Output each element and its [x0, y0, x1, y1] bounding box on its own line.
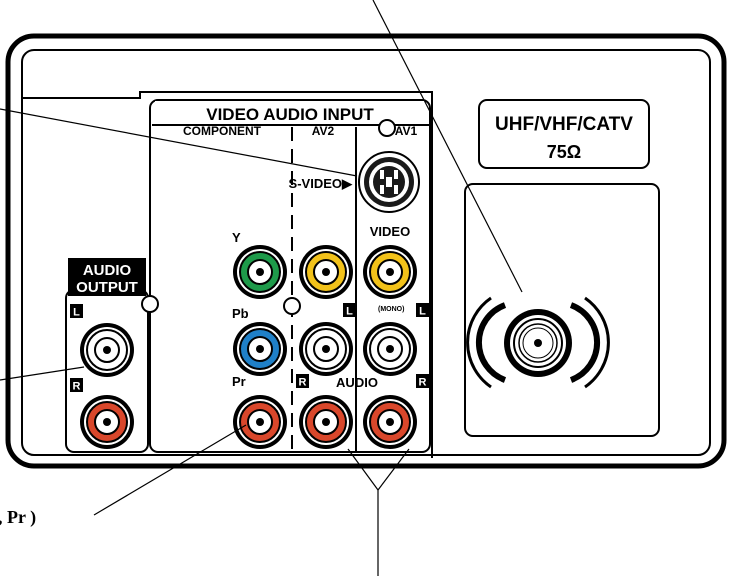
- av1-l-badge: L: [416, 303, 429, 318]
- audio-input-leader-left: [347, 448, 379, 491]
- audio-output-title-line1: AUDIO: [83, 262, 132, 279]
- av1-column-label: AV1: [395, 124, 418, 138]
- panel-divider-dot: [378, 119, 396, 137]
- audio-output-r-jack[interactable]: [80, 395, 134, 449]
- svideo-leader-line: [0, 108, 358, 177]
- svg-text:L: L: [346, 306, 353, 318]
- component-y-jack[interactable]: [233, 245, 287, 299]
- component-leader-line: [93, 424, 247, 516]
- antenna-label-box: [478, 99, 650, 169]
- av2-column-label: AV2: [312, 124, 335, 138]
- svideo-label: S-VIDEO▶: [289, 176, 353, 191]
- rca-jacks: [80, 245, 417, 449]
- svg-text:R: R: [299, 377, 307, 389]
- audio-input-leader-right: [377, 448, 410, 491]
- audio-output-leader-line: [0, 366, 85, 381]
- svideo-jack[interactable]: [358, 151, 420, 213]
- component-pb-jack[interactable]: [233, 322, 287, 376]
- audio-output-l-badge: L: [70, 304, 83, 319]
- av2-l-badge: L: [343, 303, 356, 318]
- audio-output-l-jack[interactable]: [80, 323, 134, 377]
- antenna-terminal-box: [464, 183, 660, 437]
- component-pr-jack[interactable]: [233, 395, 287, 449]
- video-label: VIDEO: [370, 224, 410, 239]
- y-label: Y: [232, 230, 241, 245]
- audio-output-dot: [141, 295, 159, 313]
- pr-label: Pr: [232, 374, 246, 389]
- antenna-leader-line: [372, 0, 523, 293]
- component-divider-dot: [283, 297, 301, 315]
- av2-audio-l-jack[interactable]: [299, 322, 353, 376]
- component-callout-text: , Pr ): [0, 507, 36, 528]
- pb-label: Pb: [232, 306, 249, 321]
- input-section-title-bg: [155, 101, 425, 123]
- svg-text:L: L: [419, 306, 426, 318]
- svg-text:L: L: [73, 307, 80, 319]
- av2-video-jack[interactable]: [299, 245, 353, 299]
- av1-video-jack[interactable]: [363, 245, 417, 299]
- av2-audio-r-jack[interactable]: [299, 395, 353, 449]
- mono-label: (MONO): [378, 306, 404, 313]
- component-column-label: COMPONENT: [183, 124, 262, 138]
- av1-audio-r-jack[interactable]: [363, 395, 417, 449]
- connector-recess: [22, 91, 433, 458]
- antenna-connector[interactable]: [466, 296, 610, 389]
- input-section-title: VIDEO AUDIO INPUT: [206, 105, 374, 124]
- antenna-label-line2: 75Ω: [547, 142, 581, 162]
- av1-audio-l-jack[interactable]: [363, 322, 417, 376]
- av2-r-badge: R: [296, 374, 309, 389]
- audio-output-title-bg: [68, 258, 146, 296]
- svg-text:R: R: [419, 377, 427, 389]
- av1-r-badge: R: [416, 374, 429, 389]
- audio-output-r-badge: R: [70, 378, 83, 393]
- antenna-label-line1: UHF/VHF/CATV: [495, 114, 633, 135]
- audio-label: AUDIO: [336, 375, 378, 390]
- audio-output-title-line2: OUTPUT: [76, 279, 138, 296]
- svg-text:R: R: [73, 381, 81, 393]
